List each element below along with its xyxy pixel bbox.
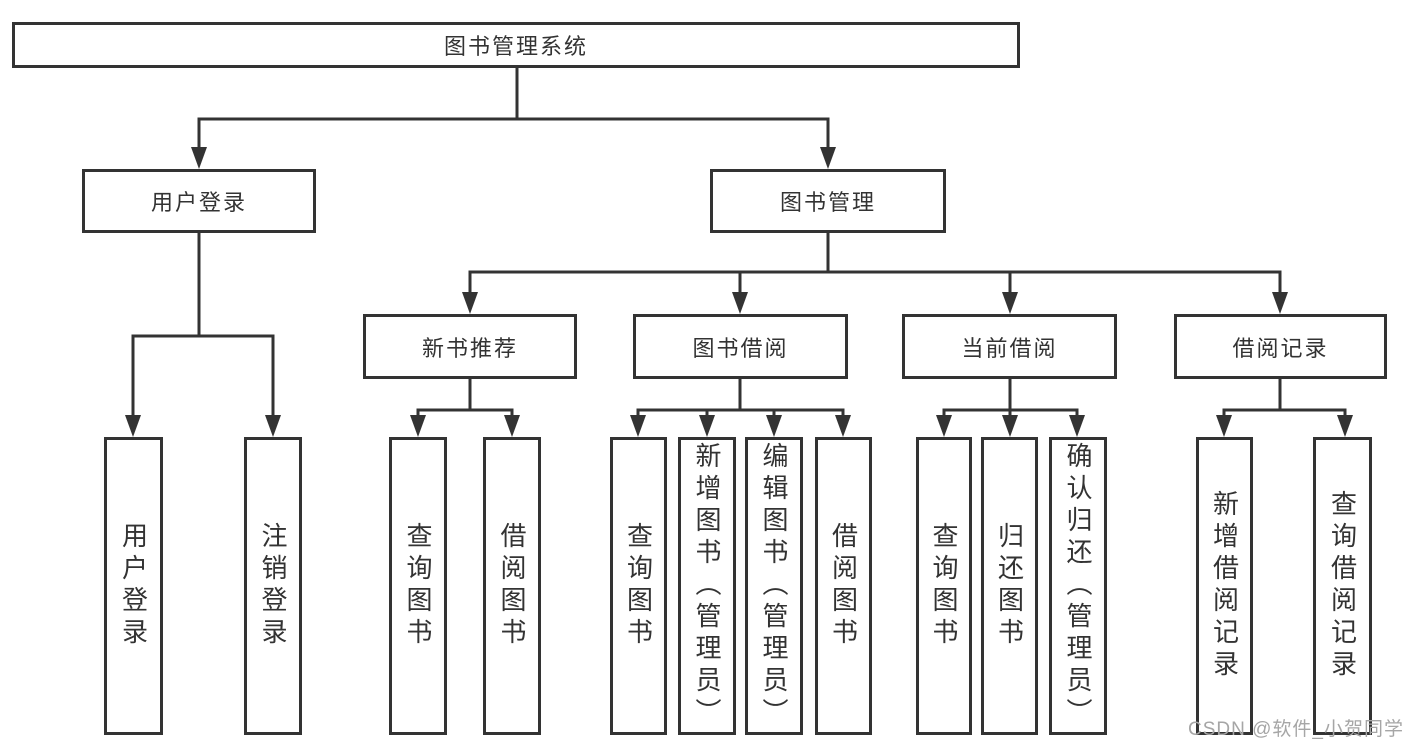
leaf-logout: 注销登录 [244, 437, 302, 735]
arrowhead [191, 147, 207, 169]
arrowhead [1002, 292, 1018, 314]
arrowhead [125, 415, 141, 437]
leaf-borrow-books-1: 借阅图书 [483, 437, 541, 735]
arrowhead [732, 292, 748, 314]
arrowhead [766, 415, 782, 437]
watermark: CSDN @软件_小贺同学 [1188, 719, 1404, 740]
leaf-query-borrow-record: 查询借阅记录 [1313, 437, 1372, 735]
arrowhead [1069, 415, 1085, 437]
leaf-confirm-return-admin: 确认归还（管理员） [1049, 437, 1107, 735]
node-new-books: 新书推荐 [363, 314, 577, 379]
leaf-edit-books-admin: 编辑图书（管理员） [745, 437, 803, 735]
leaf-query-books-1: 查询图书 [389, 437, 447, 735]
arrowhead [1002, 415, 1018, 437]
node-user-login: 用户登录 [82, 169, 316, 233]
leaf-user-login: 用户登录 [104, 437, 163, 735]
leaf-add-borrow-record: 新增借阅记录 [1196, 437, 1253, 735]
arrowhead [630, 415, 646, 437]
connector-user-login [131, 233, 275, 419]
arrowhead [462, 292, 478, 314]
node-current-borrow: 当前借阅 [902, 314, 1117, 379]
arrowhead [265, 415, 281, 437]
arrowhead [835, 415, 851, 437]
leaf-query-books-3: 查询图书 [916, 437, 972, 735]
leaf-return-books: 归还图书 [981, 437, 1038, 735]
connector-borrow-records [1222, 379, 1347, 419]
arrowhead [820, 147, 836, 169]
node-book-borrow: 图书借阅 [633, 314, 848, 379]
connector-root [197, 68, 830, 152]
arrowheads [125, 147, 1353, 437]
arrowhead [1337, 415, 1353, 437]
connector-book-borrow [636, 379, 845, 419]
arrowhead [699, 415, 715, 437]
leaf-query-books-2: 查询图书 [610, 437, 667, 735]
node-borrow-records: 借阅记录 [1174, 314, 1387, 379]
arrowhead [1272, 292, 1288, 314]
leaf-borrow-books-2: 借阅图书 [815, 437, 872, 735]
connector-book-mgmt [468, 233, 1282, 295]
arrowhead [1216, 415, 1232, 437]
leaf-add-books-admin: 新增图书（管理员） [678, 437, 736, 735]
arrowhead [410, 415, 426, 437]
node-book-mgmt: 图书管理 [710, 169, 946, 233]
connector-current-borrow [942, 379, 1079, 419]
arrowhead [504, 415, 520, 437]
arrowhead [936, 415, 952, 437]
node-root: 图书管理系统 [12, 22, 1020, 68]
connector-new-books [416, 379, 514, 419]
